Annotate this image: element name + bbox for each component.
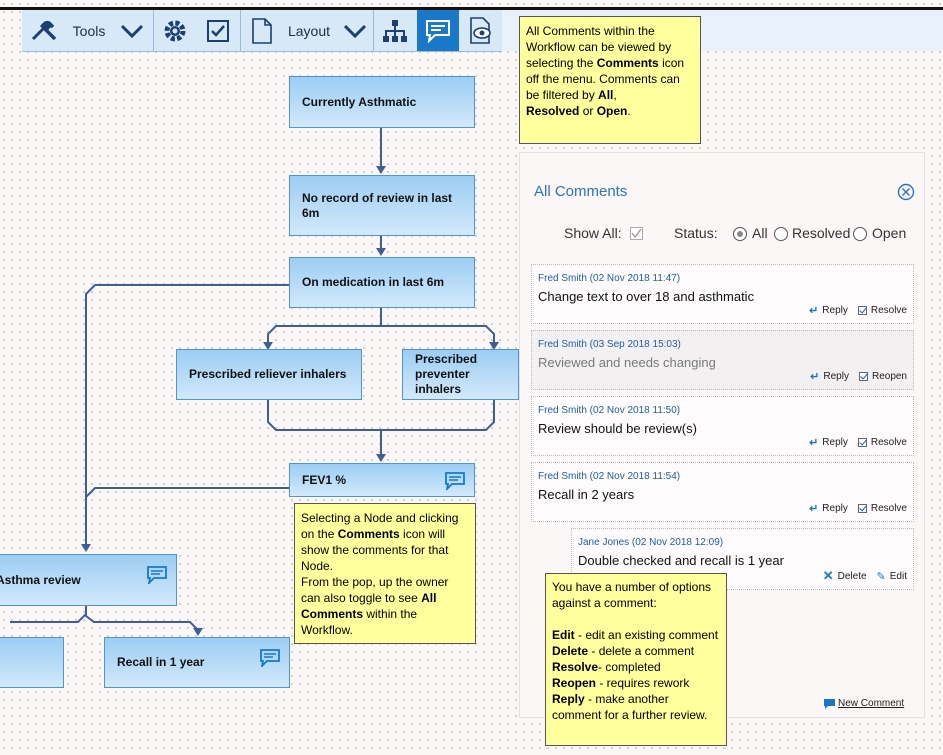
- reply-icon: ↵: [810, 371, 820, 383]
- resolve-checkbox[interactable]: [857, 504, 867, 513]
- reply-icon: ↵: [809, 437, 819, 449]
- comment-card: Fred Smith (02 Nov 2018 11:50) Review sh…: [531, 396, 914, 456]
- reply-icon: ↵: [809, 503, 819, 515]
- preview-button[interactable]: [460, 10, 502, 51]
- new-comment-button[interactable]: New Comment: [824, 698, 904, 709]
- delete-icon: ✕: [822, 568, 834, 583]
- reopen-button[interactable]: Reopen: [871, 371, 907, 382]
- chevron-down-icon: [343, 24, 367, 38]
- tools-menu-button[interactable]: Tools: [22, 10, 152, 51]
- resolve-checkbox[interactable]: [857, 438, 867, 447]
- comment-meta: Fred Smith (02 Nov 2018 11:47): [538, 273, 681, 284]
- status-all-label: All: [752, 225, 768, 241]
- comment-meta: Fred Smith (02 Nov 2018 11:50): [538, 405, 681, 416]
- status-open-radio[interactable]: [853, 227, 867, 241]
- close-icon[interactable]: [897, 183, 915, 201]
- help-note-node: Selecting a Node and clicking on the Com…: [294, 503, 476, 644]
- status-resolved-label: Resolved: [792, 225, 851, 241]
- check-icon: [631, 228, 642, 239]
- comment-meta: Fred Smith (02 Nov 2018 11:54): [538, 471, 681, 482]
- tools-label: Tools: [72, 22, 106, 39]
- reply-button[interactable]: Reply: [823, 371, 849, 382]
- reply-comment-card: Jane Jones (02 Nov 2018 12:09) Double ch…: [571, 528, 914, 590]
- new-document-button[interactable]: [242, 10, 282, 51]
- comment-meta: Jane Jones (02 Nov 2018 12:09): [578, 537, 724, 548]
- comments-button[interactable]: [417, 10, 459, 51]
- layout-label: Layout: [287, 22, 331, 39]
- node-on-medication[interactable]: On medication in last 6m: [289, 257, 475, 308]
- resolve-checkbox[interactable]: [857, 306, 867, 315]
- node-currently-asthmatic[interactable]: Currently Asthmatic: [289, 76, 475, 128]
- layout-menu-button[interactable]: Layout: [284, 10, 372, 51]
- toolbar: Tools Layout: [22, 10, 502, 52]
- status-resolved-radio[interactable]: [774, 227, 788, 241]
- node-label: Recall in 1 year: [117, 655, 205, 669]
- reply-button[interactable]: Reply: [822, 437, 848, 448]
- delete-button[interactable]: Delete: [837, 570, 867, 582]
- node-label: Prescribed reliever inhalers: [189, 367, 347, 381]
- node-prescribed-reliever[interactable]: Prescribed reliever inhalers: [176, 349, 362, 400]
- edit-button[interactable]: Edit: [889, 570, 907, 582]
- reply-button[interactable]: Reply: [822, 305, 848, 316]
- options-intro: You have a number of options against a c…: [552, 580, 712, 610]
- top-border: [0, 7, 943, 10]
- node-no-record-review[interactable]: No record of review in last 6m: [289, 175, 475, 236]
- status-all-radio[interactable]: [733, 227, 747, 241]
- node-prescribed-preventer[interactable]: Prescribed preventer inhalers: [402, 349, 519, 400]
- hierarchy-icon: [383, 19, 407, 42]
- comment-meta: Fred Smith (03 Sep 2018 15:03): [538, 339, 681, 350]
- comment-icon: [426, 19, 450, 43]
- node-label: Currently Asthmatic: [302, 94, 417, 109]
- resolve-button[interactable]: Resolve: [870, 305, 907, 316]
- node-label: FEV1 %: [302, 472, 347, 487]
- node-fev1[interactable]: FEV1 %: [289, 463, 475, 497]
- node-label: No record of review in last 6m: [302, 190, 453, 220]
- show-all-label: Show All:: [564, 225, 622, 241]
- comment-card: Fred Smith (03 Sep 2018 15:03) Reviewed …: [531, 330, 914, 390]
- checkbox-icon: [207, 19, 229, 42]
- resolve-button[interactable]: Resolve: [870, 437, 907, 448]
- status-label: Status:: [674, 225, 718, 241]
- chevron-down-icon: [121, 24, 144, 38]
- node-recall-1-year[interactable]: Recall in 1 year: [104, 637, 290, 688]
- status-open-label: Open: [872, 225, 907, 241]
- help-note-options: You have a number of options against a c…: [545, 573, 727, 746]
- hierarchy-button[interactable]: [374, 10, 416, 51]
- comment-icon[interactable]: [146, 566, 168, 584]
- comment-icon: [824, 698, 835, 709]
- comment-text: Change text to over 18 and asthmatic: [538, 289, 755, 304]
- comment-card: Fred Smith (02 Nov 2018 11:54) Recall in…: [531, 462, 914, 522]
- node-label: Asthma review: [0, 572, 81, 587]
- panel-title: All Comments: [534, 183, 628, 200]
- node-label: Prescribed preventer inhalers: [415, 352, 478, 396]
- comment-icon[interactable]: [444, 472, 466, 490]
- comment-card: Fred Smith (02 Nov 2018 11:47) Change te…: [531, 264, 914, 324]
- comment-icon[interactable]: [259, 649, 281, 667]
- new-comment-label: New Comment: [838, 698, 905, 709]
- node-asthma-review[interactable]: Asthma review: [0, 554, 177, 606]
- settings-button[interactable]: [154, 10, 196, 51]
- edit-icon: ✎: [876, 570, 886, 583]
- resolve-button[interactable]: Resolve: [870, 503, 907, 514]
- reply-icon: ↵: [809, 305, 819, 317]
- gear-icon: [164, 20, 186, 41]
- node-partial[interactable]: [0, 637, 64, 688]
- reply-button[interactable]: Reply: [822, 503, 848, 514]
- validate-button[interactable]: [198, 10, 238, 51]
- reopen-checkbox[interactable]: [858, 372, 868, 381]
- show-all-checkbox[interactable]: [630, 227, 643, 240]
- tools-icon: [31, 20, 56, 40]
- comment-text: Double checked and recall is 1 year: [578, 553, 784, 568]
- view-document-icon: [470, 16, 491, 44]
- comment-text: Reviewed and needs changing: [538, 355, 716, 370]
- help-note-top: All Comments within the Workflow can be …: [519, 16, 701, 144]
- node-label: On medication in last 6m: [302, 275, 445, 289]
- comment-text: Review should be review(s): [538, 421, 697, 436]
- comment-text: Recall in 2 years: [538, 487, 635, 502]
- document-icon: [252, 17, 272, 44]
